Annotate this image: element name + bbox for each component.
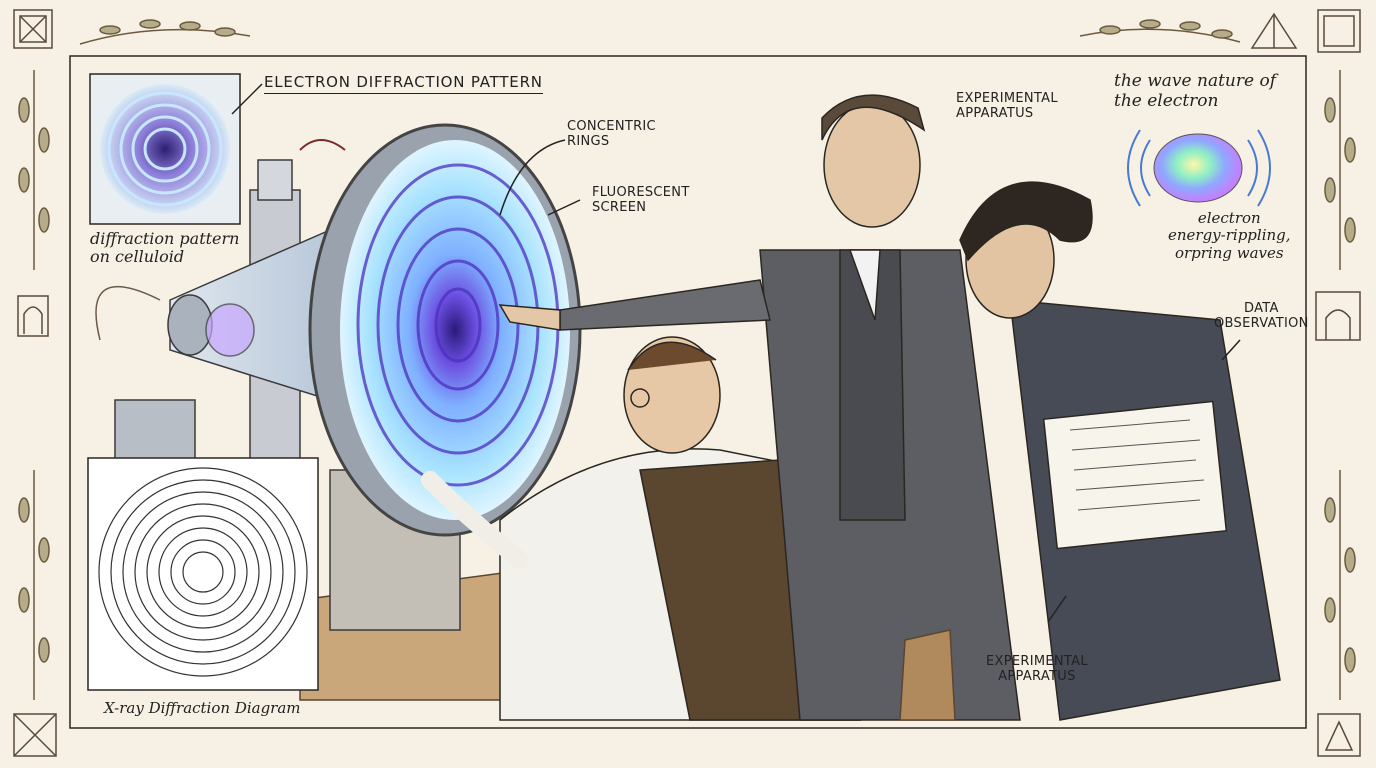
label-electron-diffraction-pattern: ELECTRON DIFFRACTION PATTERN	[264, 73, 543, 95]
corner-tile-icon	[13, 713, 57, 757]
inner-frame	[69, 55, 1307, 729]
electron-wave-icon	[1127, 129, 1271, 207]
corner-tile-icon	[1317, 9, 1361, 53]
standing-scientist-pointing	[498, 94, 1021, 721]
corner-tile-icon	[13, 9, 53, 49]
gothic-window-icon	[1315, 291, 1361, 341]
botanical-vine-icon	[79, 19, 251, 45]
label-xray-diagram: X-ray Diffraction Diagram	[104, 699, 301, 717]
annotation-arrows	[231, 83, 1241, 623]
label-fluorescent-screen: FLUORESCENT SCREEN	[592, 185, 690, 215]
gothic-window-icon	[17, 295, 49, 337]
label-experimental-apparatus-bottom: EXPERIMENTAL APPARATUS	[986, 654, 1088, 684]
label-experimental-apparatus-top: EXPERIMENTAL APPARATUS	[956, 91, 1058, 121]
pyramid-icon	[1250, 12, 1298, 49]
label-concentric-rings: CONCENTRIC RINGS	[567, 119, 656, 149]
electron-diffraction-thumbnail	[89, 73, 241, 225]
label-data-observation: DATA OBSERVATION	[1214, 301, 1309, 331]
botanical-vine-icon	[1079, 19, 1241, 43]
botanical-vine-icon	[18, 470, 50, 700]
botanical-vine-icon	[1324, 470, 1356, 700]
wooden-chair	[899, 629, 956, 721]
label-wave-nature: the wave nature of the electron	[1114, 71, 1276, 111]
xray-diffraction-diagram	[87, 457, 319, 691]
label-electron-waves: electron energy-rippling, orpring waves	[1168, 209, 1291, 262]
botanical-vine-icon	[1324, 70, 1356, 270]
fluorescent-screen	[308, 123, 582, 537]
scientist-with-notes	[959, 181, 1281, 721]
label-diffraction-celluloid: diffraction pattern on celluloid	[90, 229, 240, 267]
handwritten-equations	[1069, 419, 1205, 511]
corner-tile-icon	[1317, 713, 1361, 757]
botanical-vine-icon	[18, 70, 50, 270]
